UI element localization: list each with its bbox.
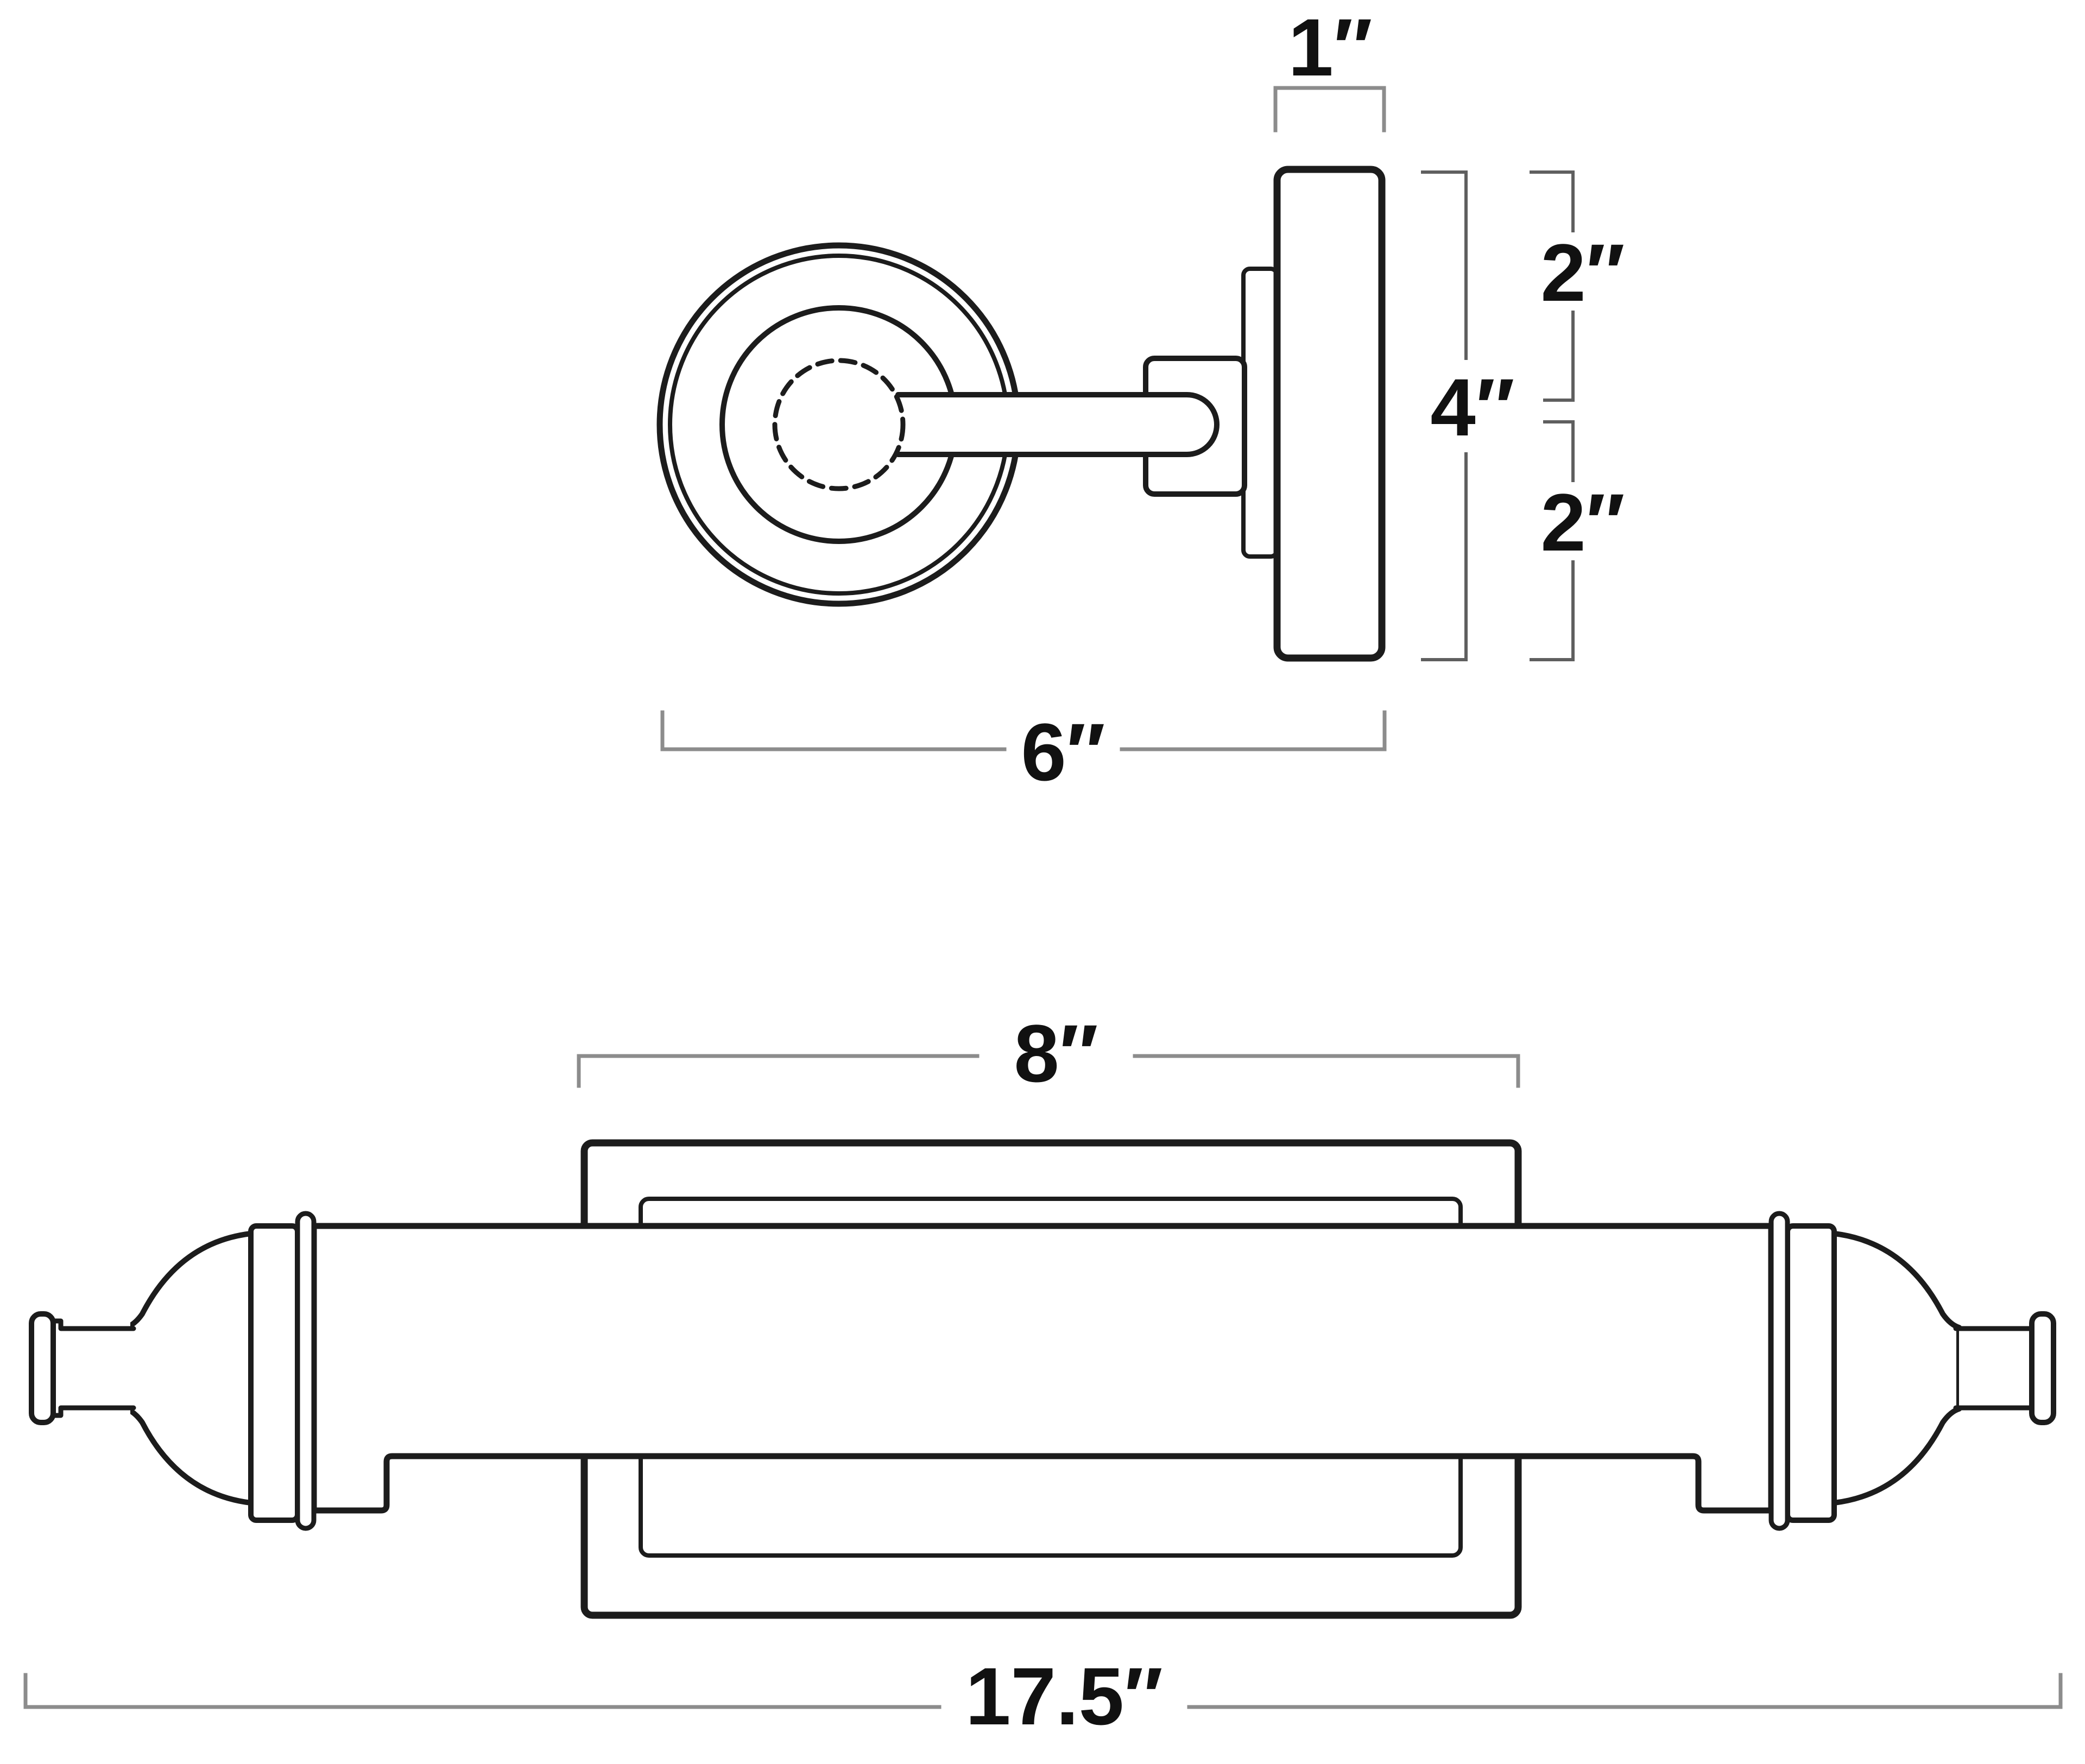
left-finial [29, 1311, 56, 1425]
backplate-side [1273, 166, 1386, 662]
dim-bracket-overall-width [23, 1673, 2063, 1709]
right-cap-collar [1785, 1223, 1837, 1523]
dim-label-lower-half: 2″ [1540, 477, 1625, 568]
glass-tube-body [311, 1223, 1774, 1514]
left-cap-ring [295, 1211, 317, 1531]
sconce-side-view: 1″ 6″ 4″ 2″ 2″ [656, 2, 1625, 798]
right-neck [1953, 1326, 2036, 1411]
right-neck-fill [1959, 1327, 2033, 1409]
fixture-front-view: 8″ 17.5″ [23, 1008, 2063, 1742]
dim-bracket-projection [660, 710, 1387, 751]
wall-plate-side [1241, 267, 1279, 559]
right-end-cap-dome [1831, 1231, 1962, 1506]
socket-dashed-circle [772, 358, 906, 491]
left-end-cap-dome [123, 1231, 254, 1506]
dim-bracket-backplate-depth [1273, 86, 1386, 132]
dim-label-backplate-width: 8″ [1014, 1008, 1098, 1099]
dim-bracket-lower-half [1530, 420, 1575, 661]
dim-label-overall-width: 17.5″ [965, 1651, 1163, 1742]
dim-label-projection: 6″ [1021, 706, 1105, 798]
dim-label-upper-half: 2″ [1540, 227, 1625, 318]
dim-label-backplate-depth: 1″ [1288, 2, 1372, 93]
right-finial [2029, 1311, 2056, 1425]
dim-bracket-upper-half [1530, 170, 1575, 402]
support-arm [895, 392, 1220, 457]
left-cap-collar [248, 1223, 300, 1523]
left-neck [50, 1318, 136, 1418]
dim-bracket-backplate-width [577, 1054, 1520, 1088]
dim-bracket-overall-height [1421, 170, 1468, 661]
support-arm-fill [906, 395, 1217, 454]
left-neck-fill [52, 1321, 130, 1415]
dim-label-overall-height: 4″ [1430, 362, 1514, 453]
right-cap-ring [1768, 1211, 1790, 1531]
